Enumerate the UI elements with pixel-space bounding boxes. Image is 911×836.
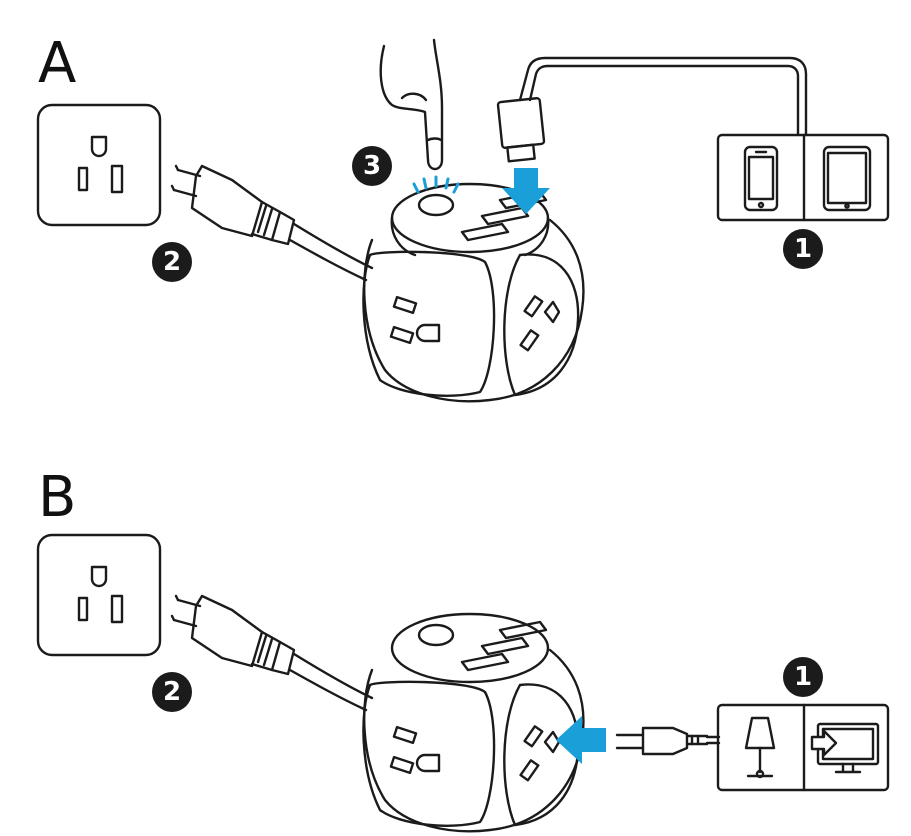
monitor-icon xyxy=(810,722,880,774)
wall-outlet-icon xyxy=(36,533,162,657)
power-cube-icon xyxy=(362,612,585,833)
plug-insert-arrow xyxy=(556,716,606,764)
power-cube-icon xyxy=(362,182,585,403)
button-glow-icon xyxy=(412,175,460,194)
step-badge-device: 1 xyxy=(783,229,823,269)
device-box xyxy=(716,133,890,222)
usb-connector-icon xyxy=(496,56,808,163)
phone-icon xyxy=(743,145,779,212)
step-badge-plug: 2 xyxy=(152,672,192,712)
panel-a xyxy=(36,38,890,403)
tablet-icon xyxy=(822,145,872,212)
plug-icon xyxy=(615,726,721,756)
appliance-box xyxy=(716,703,890,792)
plug-icon xyxy=(170,164,374,282)
panel-letter-a: A xyxy=(38,31,77,96)
step-badge-plug: 2 xyxy=(152,242,192,282)
step-badge-button: 3 xyxy=(352,146,392,186)
panel-letter-b: B xyxy=(38,465,77,530)
step-badge-appliance: 1 xyxy=(783,657,823,697)
wall-outlet-icon xyxy=(36,103,162,227)
hand-pointer-icon xyxy=(379,38,444,171)
plug-icon xyxy=(170,594,374,712)
panel-b xyxy=(36,533,890,833)
lamp-icon xyxy=(744,716,776,779)
usb-insert-arrow xyxy=(502,168,550,214)
